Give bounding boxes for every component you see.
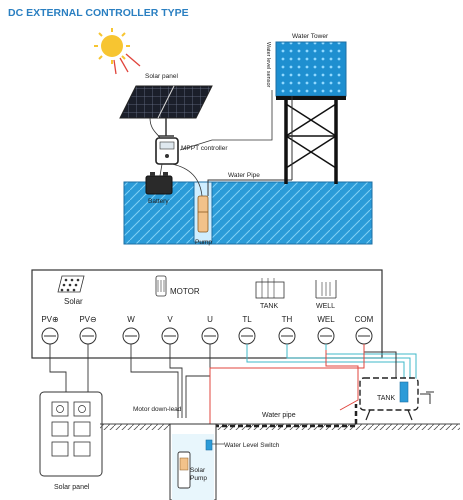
battery-icon <box>145 172 173 195</box>
terminal-label-tl: TL <box>242 315 252 324</box>
panel-wire <box>149 117 161 139</box>
mppt-controller-label: MPPT controller <box>181 145 228 152</box>
pump-label: Pump <box>195 239 212 246</box>
terminal-screw-w <box>122 327 140 345</box>
solar-panel-box <box>39 391 103 477</box>
terminal-label-u: U <box>207 315 213 324</box>
tank-level-icon <box>255 278 285 299</box>
motor-icon <box>155 275 167 297</box>
controller-pump-wire <box>171 163 203 197</box>
solar-pump-label-line2: Pump <box>190 475 207 482</box>
terminal-label-th: TH <box>282 315 293 324</box>
terminal-screw-com <box>355 327 373 345</box>
terminal-labels: PV⊕ PV⊖ W V U TL TH WEL COM <box>41 315 373 324</box>
terminal-label-wel: WEL <box>317 315 335 324</box>
battery-label: Battery <box>148 198 169 205</box>
water-level-sensor-label: Water level sensor <box>265 42 271 88</box>
terminal-screw-tl <box>238 327 256 345</box>
solar-panel-box-label: Solar panel <box>54 484 90 491</box>
terminal-label-v: V <box>167 315 173 324</box>
solar-panel-label: Solar panel <box>145 73 178 80</box>
faucet-icon <box>420 391 434 404</box>
well-group-label: WELL <box>316 303 335 310</box>
terminal-screw-wel <box>317 327 335 345</box>
solar-pump-icon <box>177 451 191 489</box>
tank-icon <box>359 377 419 421</box>
water-level-switch-label: Water Level Switch <box>224 442 280 449</box>
sensor-wire <box>179 90 273 151</box>
sun-rays-arrows <box>113 53 141 75</box>
motor-wires <box>130 344 211 418</box>
terminal-screw-v <box>161 327 179 345</box>
solar-pump-label-line1: Solar <box>190 467 206 474</box>
terminal-screws <box>41 327 373 345</box>
terminal-screw-u <box>201 327 219 345</box>
terminal-label-w: W <box>127 315 135 324</box>
terminal-label-pv-minus: PV⊖ <box>79 315 96 324</box>
mppt-controller-icon <box>155 137 179 165</box>
terminal-label-com: COM <box>355 315 374 324</box>
terminal-label-pv-plus: PV⊕ <box>41 315 58 324</box>
well-level-icon <box>315 280 337 299</box>
water-tower-label: Water Tower <box>292 33 329 40</box>
solar-wires <box>49 344 89 400</box>
motor-group-label: MOTOR <box>170 287 200 296</box>
tank-group-label: TANK <box>260 303 278 310</box>
terminal-screw-pv-minus <box>79 327 97 345</box>
solar-icon <box>57 275 85 293</box>
water-level-switch-icon <box>205 439 224 451</box>
terminal-screw-th <box>278 327 296 345</box>
water-pipe-label: Water Pipe <box>228 172 260 179</box>
motor-lead-label: Motor down-lead <box>133 406 182 413</box>
water-tower-icon <box>275 41 347 184</box>
solar-group-label: Solar <box>64 297 83 306</box>
well-casing <box>169 423 217 500</box>
controller-battery-wire <box>159 163 163 177</box>
sun-icon <box>94 28 130 64</box>
water-pipe-bottom-label: Water pipe <box>262 412 296 419</box>
terminal-screw-pv-plus <box>41 327 59 345</box>
solar-panel-icon <box>119 85 213 137</box>
water-pipe-top <box>207 179 292 196</box>
terminal-block-housing <box>31 269 383 359</box>
pump-icon <box>197 195 209 233</box>
tank-label: TANK <box>377 395 395 402</box>
diagram-title: DC EXTERNAL CONTROLLER TYPE <box>8 7 189 19</box>
